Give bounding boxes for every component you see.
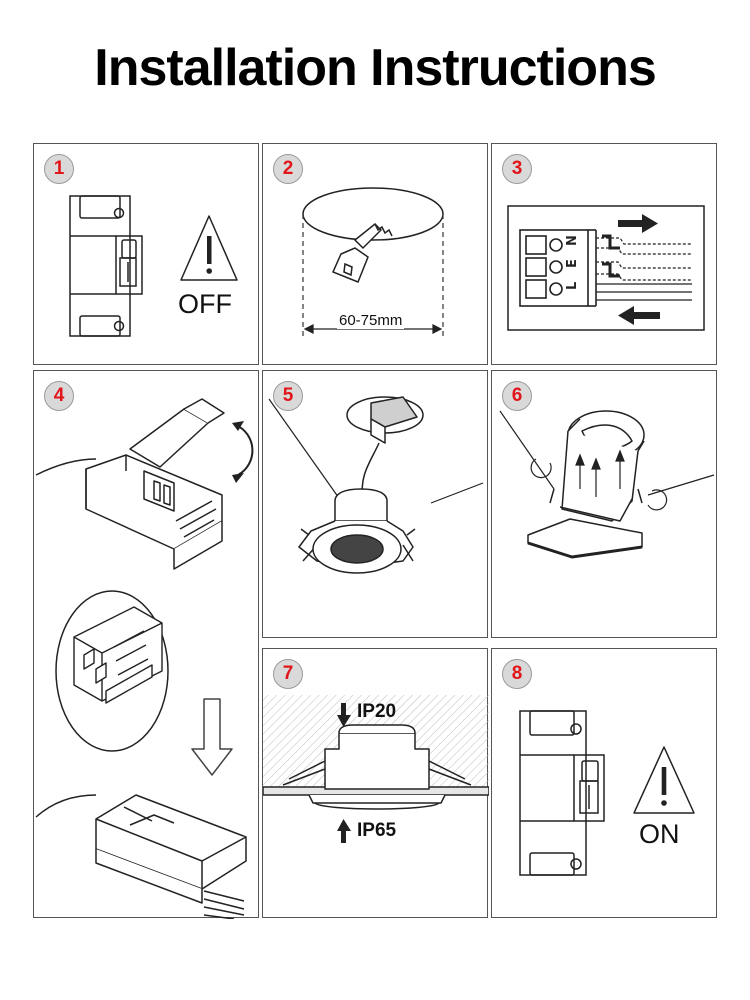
step-number-badge: 1 (44, 154, 74, 184)
terminal-label-l: L (565, 282, 580, 290)
step-7-panel: 7 IP20 IP65 (262, 648, 489, 918)
terminal-label-e: E (565, 259, 580, 268)
step-8-panel: 8 ON (491, 648, 717, 918)
arrow-right-icon (618, 214, 658, 233)
circuit-breaker-off-illustration (69, 195, 238, 337)
arrow-down-icon (337, 703, 351, 727)
on-label: ON (639, 819, 680, 849)
step-1-panel: 1 OFF (33, 143, 259, 365)
closed-connector-icon (35, 794, 247, 919)
step-3-panel: 3 N E L (491, 143, 717, 365)
terminal-label-n: N (565, 235, 580, 246)
off-label: OFF (178, 289, 232, 319)
arrow-left-icon (618, 306, 660, 325)
step-number-badge: 8 (502, 659, 532, 689)
step-4-panel: 4 (33, 370, 259, 919)
step-number-badge: 7 (273, 659, 303, 689)
ip-rating-cross-section-illustration (263, 695, 489, 843)
step-5-panel: 5 (262, 370, 488, 638)
step-number-badge: 4 (44, 381, 74, 411)
step-number-badge: 3 (502, 154, 532, 184)
step-number-badge: 5 (273, 381, 303, 411)
ceiling-hole-cutting-illustration (302, 187, 444, 336)
circuit-breaker-on-illustration (519, 710, 695, 876)
terminal-block-icon (519, 229, 597, 307)
step-6-panel: 6 (491, 370, 717, 638)
connector-closing-illustration (35, 398, 254, 919)
arrow-up-icon (337, 819, 351, 843)
down-arrow-icon (191, 698, 233, 776)
page-title: Installation Instructions (94, 39, 657, 97)
step-number-badge: 2 (273, 154, 303, 184)
warning-triangle-icon (633, 746, 695, 814)
wiring-connection-illustration: N E L (507, 205, 705, 331)
hole-saw-icon (331, 222, 393, 283)
downlight-spring-clips-illustration (268, 396, 484, 574)
step-2-panel: 2 60-75mm (262, 143, 488, 365)
ip65-label: IP65 (357, 820, 397, 841)
step-number-badge: 6 (502, 381, 532, 411)
ip20-label: IP20 (357, 701, 397, 722)
downlight-insertion-illustration (499, 410, 715, 559)
warning-triangle-icon (180, 215, 238, 281)
open-connector-icon (35, 398, 225, 570)
terminal-closeup-icon (73, 606, 163, 704)
cutout-dimension-label: 60-75mm (337, 312, 405, 329)
